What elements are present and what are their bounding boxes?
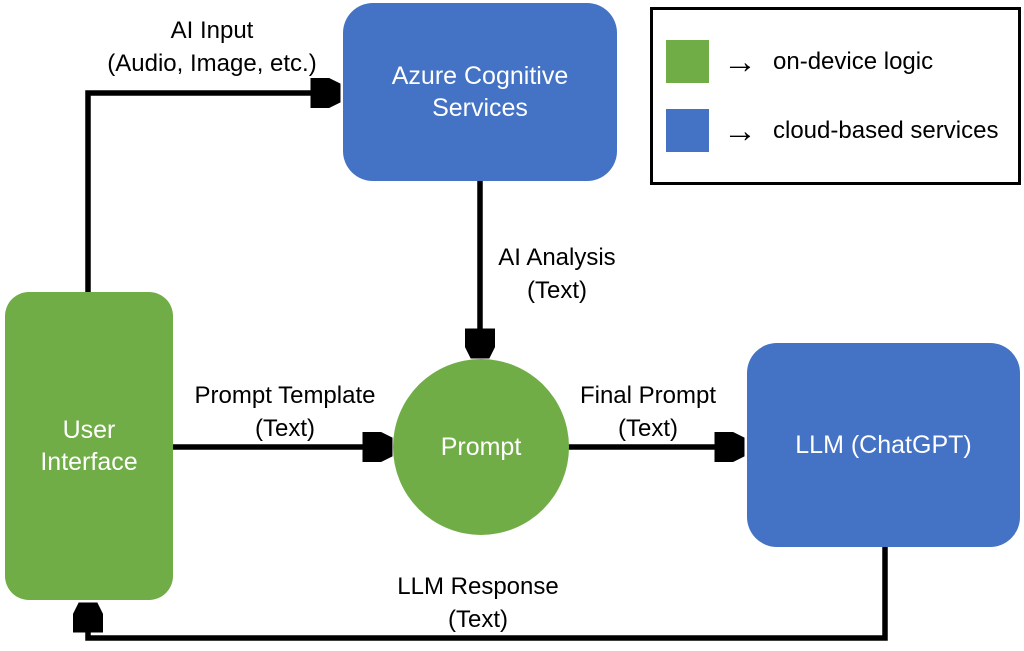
legend-label-on-device: on-device logic (773, 47, 934, 75)
node-prompt: Prompt (393, 359, 569, 535)
edge-label-line: AI Analysis (498, 244, 616, 271)
legend-swatch-green (666, 40, 709, 83)
arrow-right-glyph: → (723, 42, 757, 81)
edge-label-ai-analysis: AI Analysis (Text) (407, 241, 707, 307)
edge-label-final-prompt: Final Prompt (Text) (498, 379, 798, 445)
edge-label-line: AI Input (170, 17, 254, 44)
edge-label-prompt-template: Prompt Template (Text) (135, 379, 435, 445)
node-user-interface: User Interface (5, 292, 173, 600)
legend-swatch-blue (666, 109, 709, 152)
edge-label-line: (Text) (448, 606, 508, 633)
node-prompt-label: Prompt (440, 433, 522, 461)
edge-label-line: Prompt Template (194, 382, 376, 409)
arrow-ai-input (85, 93, 336, 296)
edge-label-llm-response: LLM Response (Text) (328, 570, 628, 636)
legend: → on-device logic → cloud-based services (650, 7, 1021, 185)
arrow-llm-response (88, 544, 888, 641)
edge-label-line: (Audio, Image, etc.) (107, 50, 317, 77)
node-user-interface-label: User Interface (40, 416, 138, 476)
edge-label-ai-input: AI Input (Audio, Image, etc.) (62, 14, 362, 80)
legend-label-cloud: cloud-based services (773, 116, 999, 144)
edge-label-line: (Text) (527, 277, 587, 304)
edge-label-line: LLM Response (397, 573, 559, 600)
node-llm-chatgpt: LLM (ChatGPT) (747, 343, 1020, 547)
arrow-right-glyph: → (723, 111, 757, 150)
legend-item-on-device: → on-device logic (666, 40, 1018, 83)
node-azure-cognitive-services: Azure Cognitive Services (343, 3, 617, 181)
node-azure-cognitive-services-label: Azure Cognitive Services (391, 62, 569, 122)
edge-label-line: Final Prompt (579, 382, 717, 409)
edge-label-line: (Text) (255, 415, 315, 442)
legend-item-cloud: → cloud-based services (666, 109, 1018, 152)
edge-label-line: (Text) (618, 415, 678, 442)
node-llm-chatgpt-label: LLM (ChatGPT) (795, 431, 972, 459)
